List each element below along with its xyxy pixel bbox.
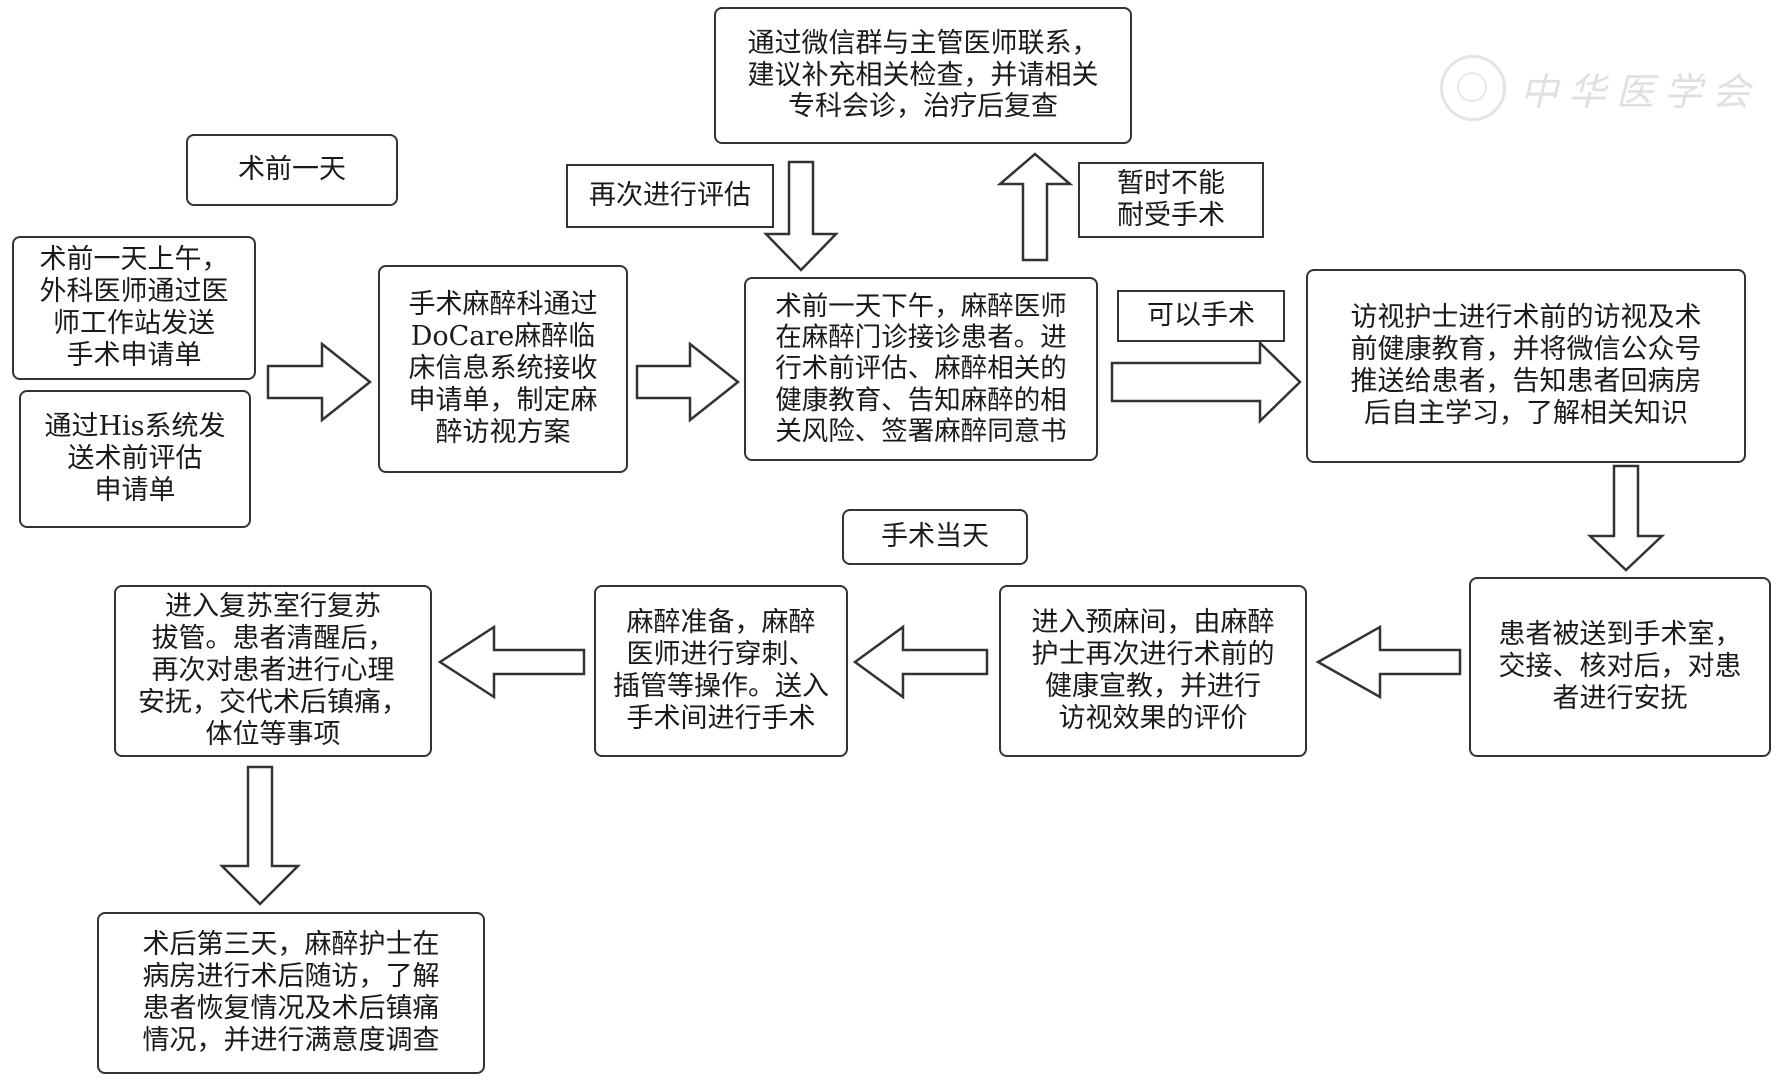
step-docare-receive: 手术麻醉科通过 DoCare麻醉临 床信息系统接收 申请单，制定麻 醉访视方案 <box>378 265 628 473</box>
arrow-right-2 <box>635 341 741 423</box>
arrow-right-1 <box>266 341 373 423</box>
step-surgeon-request: 术前一天上午， 外科医师通过医 师工作站发送 手术申请单 <box>12 236 256 380</box>
arrow-up-consult <box>996 152 1074 262</box>
society-seal-icon <box>1440 55 1506 121</box>
step-recovery-room: 进入复苏室行复苏 拔管。患者清醒后， 再次对患者进行心理 安抚，交代术后镇痛， … <box>114 585 432 757</box>
label-not-tolerable: 暂时不能 耐受手术 <box>1078 162 1264 238</box>
step-his-request: 通过His系统发 送术前评估 申请单 <box>19 390 251 528</box>
label-can-operate: 可以手术 <box>1117 290 1285 342</box>
phase-label-day-before: 术前一天 <box>186 134 398 206</box>
arrow-left-1 <box>1315 624 1462 700</box>
step-wechat-consult: 通过微信群与主管医师联系， 建议补充相关检查，并请相关 专科会诊，治疗后复查 <box>714 7 1132 144</box>
step-anesthesia-prep: 麻醉准备，麻醉 医师进行穿刺、 插管等操作。送入 手术间进行手术 <box>594 585 848 757</box>
arrow-down-to-or <box>1586 464 1666 572</box>
arrow-down-followup <box>218 765 302 906</box>
phase-label-surgery-day: 手术当天 <box>842 509 1028 565</box>
step-followup-day3: 术后第三天，麻醉护士在 病房进行术后随访，了解 患者恢复情况及术后镇痛 情况，并… <box>97 912 485 1074</box>
step-clinic-assessment: 术前一天下午，麻醉医师 在麻醉门诊接诊患者。进 行术前评估、麻醉相关的 健康教育… <box>744 277 1098 461</box>
arrow-left-3 <box>437 624 586 700</box>
arrow-right-3 <box>1110 340 1302 424</box>
arrow-down-reassess <box>763 160 839 272</box>
step-to-or: 患者被送到手术室， 交接、核对后，对患 者进行安抚 <box>1469 577 1771 757</box>
step-nurse-visit: 访视护士进行术前的访视及术 前健康教育，并将微信公众号 推送给患者，告知患者回病… <box>1306 269 1746 463</box>
watermark-text: 中华医学会 <box>1520 69 1761 114</box>
watermark: 中华医学会 <box>1440 55 1760 121</box>
label-reassess: 再次进行评估 <box>566 164 774 228</box>
step-pre-anesthesia-room: 进入预麻间，由麻醉 护士再次进行术前的 健康宣教，并进行 访视效果的评价 <box>999 585 1307 757</box>
arrow-left-2 <box>852 624 989 700</box>
